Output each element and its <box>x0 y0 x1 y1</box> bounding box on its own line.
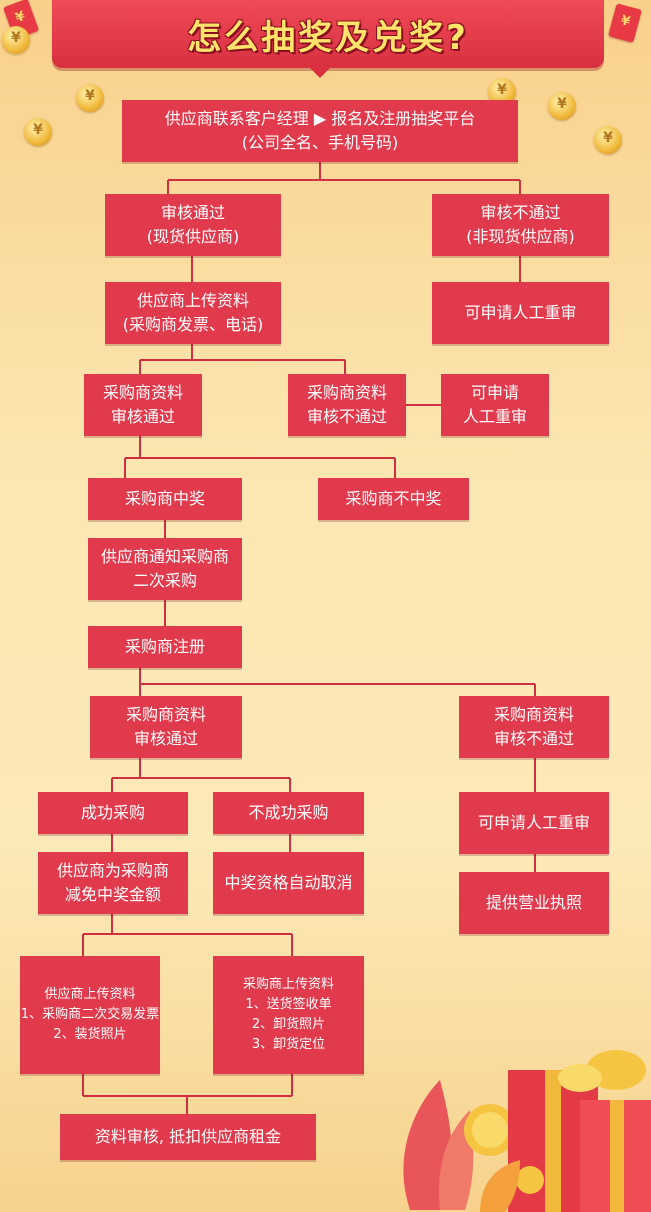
title-banner-notch <box>308 66 332 78</box>
step-manual-review-3: 可申请人工重审 <box>459 792 609 854</box>
step-final-review: 资料审核, 抵扣供应商租金 <box>60 1114 316 1160</box>
step-audit-fail: 审核不通过 (非现货供应商) <box>432 194 609 256</box>
title-banner <box>52 0 604 68</box>
coin-icon <box>594 126 622 154</box>
coin-icon <box>2 26 30 54</box>
step-prize-cancel: 中奖资格自动取消 <box>213 852 364 914</box>
step-buyer-audit-fail: 采购商资料 审核不通过 <box>288 374 406 436</box>
step-buyer-audit-fail-2: 采购商资料 审核不通过 <box>459 696 609 758</box>
step-purchase-success: 成功采购 <box>38 792 188 834</box>
step-audit-pass: 审核通过 (现货供应商) <box>105 194 281 256</box>
step-buyer-lose: 采购商不中奖 <box>318 478 469 520</box>
step-notify-buyer: 供应商通知采购商 二次采购 <box>88 538 242 600</box>
step-manual-review-2: 可申请 人工重审 <box>441 374 549 436</box>
step-supplier-upload: 供应商上传资料 (采购商发票、电话) <box>105 282 281 344</box>
page-title: 怎么抽奖及兑奖? <box>187 18 469 58</box>
coin-icon <box>76 84 104 112</box>
step-buyer-audit-pass: 采购商资料 审核通过 <box>84 374 202 436</box>
step-manual-review-1: 可申请人工重审 <box>432 282 609 344</box>
coin-icon <box>24 118 52 146</box>
step-buyer-upload-docs: 采购商上传资料 1、送货签收单 2、卸货照片 3、卸货定位 <box>213 956 364 1074</box>
step-business-license: 提供营业执照 <box>459 872 609 934</box>
step-supplier-upload-docs: 供应商上传资料 1、采购商二次交易发票 2、装货照片 <box>20 956 160 1074</box>
step-purchase-fail: 不成功采购 <box>213 792 364 834</box>
step-buyer-audit-pass-2: 采购商资料 审核通过 <box>90 696 242 758</box>
step-buyer-register: 采购商注册 <box>88 626 242 668</box>
coin-icon <box>548 92 576 120</box>
step-contact-register: 供应商联系客户经理 ▶ 报名及注册抽奖平台 (公司全名、手机号码) <box>122 100 518 162</box>
gift-box-decoration <box>403 1050 651 1212</box>
step-buyer-win: 采购商中奖 <box>88 478 242 520</box>
step-discount-prize: 供应商为采购商 减免中奖金额 <box>38 852 188 914</box>
